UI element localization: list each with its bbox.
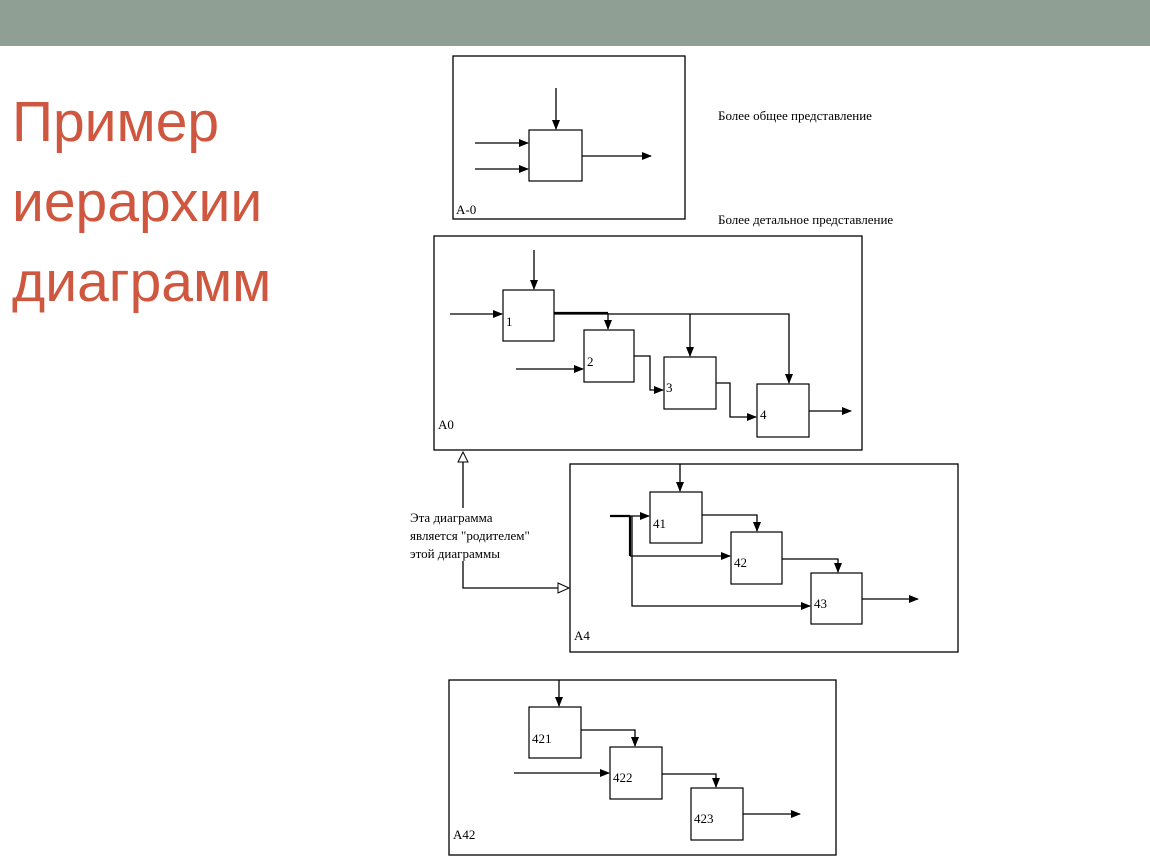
top-bar [0,0,1150,46]
frame-a-minus0: А-0 [452,55,686,220]
frame-a0: 1 2 3 4 А0 [433,235,863,451]
title-line-3: диаграмм [12,250,272,314]
a0-box-label-4: 4 [760,407,767,422]
frame-label-a42: А42 [453,827,475,842]
parent-note-line-1: Эта диаграмма [410,510,493,525]
a42-box-label-421: 421 [532,731,552,746]
parent-note-line-3: этой диаграммы [410,546,500,561]
a42-box-label-422: 422 [613,770,633,785]
parent-note-line-2: является "родителем" [410,528,530,543]
a4-box-label-43: 43 [814,596,827,611]
a4-box-41 [649,491,703,544]
a0-box-label-3: 3 [666,380,673,395]
a4-box-43 [810,572,863,625]
frame-a4: 41 42 43 А4 [569,463,959,653]
a0-box-3 [663,356,717,410]
a42-box-label-423: 423 [694,811,714,826]
a0-box-1 [502,289,555,342]
frame-label-a0: А0 [438,417,454,432]
a42-box-421 [528,706,582,759]
frame-a42: 421 422 423 А42 [448,679,837,856]
a0-box-label-2: 2 [587,354,594,369]
frame-label-a-minus0: А-0 [456,202,476,217]
frame-label-a4: А4 [574,628,590,643]
a42-box-423 [690,787,744,841]
title-line-2: иерархии [12,170,263,234]
a4-box-42 [730,531,783,585]
a-minus0-box [528,129,583,182]
note-detailed: Более детальное представление [718,212,893,227]
note-general: Более общее представление [718,108,872,123]
a0-box-label-1: 1 [506,314,513,329]
a4-box-label-42: 42 [734,555,747,570]
a0-box-4 [756,383,810,438]
parent-relation-connector [457,450,571,594]
a4-box-label-41: 41 [653,516,666,531]
title-line-1: Пример [12,90,220,154]
slide-title: Пример иерархии диаграмм [12,82,352,322]
a42-box-422 [609,746,663,800]
